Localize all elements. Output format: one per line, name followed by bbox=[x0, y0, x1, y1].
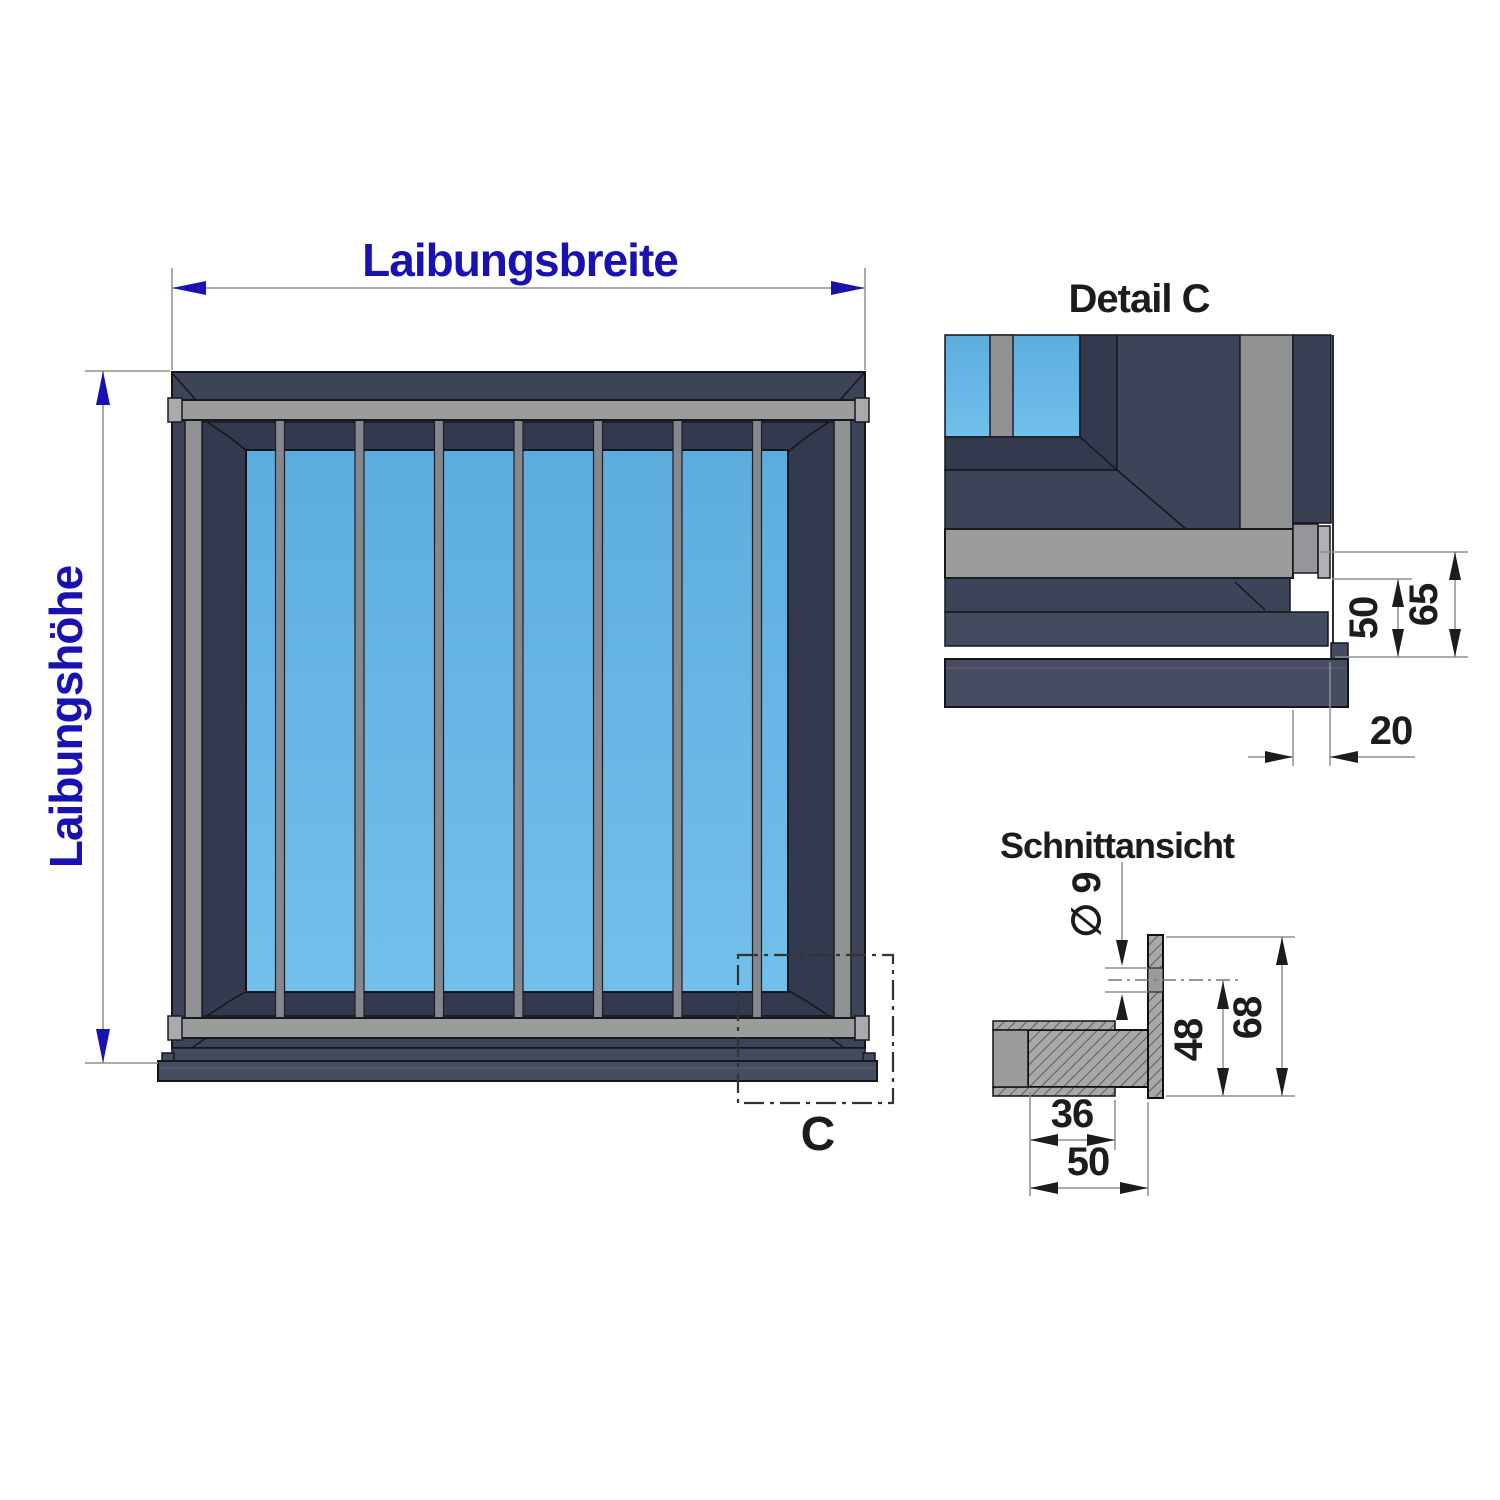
arrow-left-icon bbox=[1030, 1182, 1058, 1194]
detail-sill-band-upper bbox=[944, 577, 1291, 613]
detail-sill-band-lower bbox=[944, 611, 1329, 647]
section-dim-68-label: 68 bbox=[1226, 996, 1270, 1039]
detail-dim-20-label: 20 bbox=[1370, 709, 1413, 753]
detail-dim-20: 20 bbox=[1248, 662, 1415, 766]
arrow-left-icon bbox=[172, 281, 206, 295]
arrow-down-icon bbox=[1217, 1068, 1229, 1096]
section-view: Schnittansicht ∅ 9 48 bbox=[992, 825, 1295, 1196]
arrow-up-icon bbox=[1116, 994, 1128, 1020]
section-dim-36: 36 bbox=[1029, 1092, 1116, 1196]
grille-side-member-right bbox=[833, 419, 852, 1019]
section-dim-48-label: 48 bbox=[1167, 1018, 1211, 1061]
section-dim-diameter: ∅ 9 bbox=[1065, 862, 1240, 1020]
sill bbox=[157, 1037, 878, 1082]
grille-bar bbox=[513, 419, 524, 1019]
arrow-up-icon bbox=[1276, 937, 1288, 965]
detail-dim-50-label: 50 bbox=[1342, 597, 1386, 640]
detail-c-marker-label: C bbox=[801, 1108, 836, 1161]
arrow-right-icon bbox=[1087, 1134, 1115, 1146]
sill-base bbox=[157, 1060, 878, 1082]
grille-side-member-left bbox=[184, 419, 203, 1019]
arrow-down-icon bbox=[96, 1029, 110, 1063]
arrow-up-icon bbox=[96, 371, 110, 405]
detail-dim-65-label: 65 bbox=[1402, 583, 1446, 626]
section-dim-50-label: 50 bbox=[1067, 1140, 1110, 1184]
grille-rail-top bbox=[179, 399, 858, 421]
section-dim-36-label: 36 bbox=[1051, 1092, 1094, 1136]
arrow-down-icon bbox=[1449, 629, 1461, 657]
arrow-up-icon bbox=[1392, 579, 1404, 607]
arrow-down-icon bbox=[1392, 629, 1404, 657]
arrow-left-icon bbox=[1330, 751, 1358, 763]
grille-bar bbox=[433, 419, 445, 1019]
grille-rail-bottom bbox=[179, 1017, 858, 1039]
grille-bar bbox=[672, 419, 683, 1019]
detail-outer-frame-band bbox=[1292, 334, 1332, 524]
bracket-arm-section bbox=[1027, 1029, 1149, 1088]
detail-grille-bar bbox=[989, 334, 1014, 438]
section-dim-50: 50 bbox=[1030, 1102, 1149, 1196]
rail-block-section bbox=[992, 1029, 1029, 1088]
rail-end-caps bbox=[167, 397, 870, 1041]
detail-rail bbox=[944, 528, 1294, 579]
rail-end-cap bbox=[854, 397, 870, 423]
height-dimension: Laibungshöhe bbox=[40, 370, 170, 1064]
arrow-right-icon bbox=[1120, 1182, 1148, 1194]
rail-end-cap bbox=[854, 1015, 870, 1041]
section-dim-68: 68 bbox=[1166, 936, 1295, 1097]
height-dimension-label: Laibungshöhe bbox=[40, 565, 92, 868]
rail-end-cap bbox=[167, 1015, 183, 1041]
arrow-down-icon bbox=[1276, 1068, 1288, 1096]
main-view: Laibungsbreite Laibungshöhe C bbox=[40, 234, 895, 1161]
section-dim-48: 48 bbox=[1167, 981, 1229, 1096]
arrow-right-icon bbox=[831, 281, 865, 295]
sill-step bbox=[171, 1047, 866, 1062]
grille-bar bbox=[274, 419, 286, 1019]
detail-side-member bbox=[1239, 334, 1294, 530]
detail-c-marker: C bbox=[736, 953, 895, 1161]
channel-strip-bottom bbox=[992, 1086, 1116, 1097]
section-dim-diameter-label: ∅ 9 bbox=[1065, 872, 1109, 937]
grille-bar bbox=[592, 419, 604, 1019]
grille-bar bbox=[751, 419, 763, 1019]
arrow-right-icon bbox=[1265, 751, 1293, 763]
section-title: Schnittansicht bbox=[1000, 825, 1235, 866]
detail-c-title: Detail C bbox=[1069, 277, 1210, 321]
detail-rail-end-block bbox=[1292, 523, 1319, 574]
channel-strip-top bbox=[992, 1020, 1116, 1031]
arrow-down-icon bbox=[1116, 940, 1128, 966]
detail-sill-base bbox=[944, 658, 1349, 708]
arrow-up-icon bbox=[1217, 981, 1229, 1009]
detail-c-view: Detail C 65 bbox=[944, 277, 1468, 766]
wall-plate-section bbox=[1147, 934, 1164, 1099]
arrow-left-icon bbox=[1030, 1134, 1058, 1146]
width-dimension: Laibungsbreite bbox=[171, 234, 866, 370]
grille-bar bbox=[354, 419, 365, 1019]
frame-bevel-lines bbox=[171, 372, 865, 1017]
detail-c-marker-box bbox=[736, 953, 895, 1105]
detail-dim-50: 50 bbox=[1332, 578, 1412, 657]
width-dimension-label: Laibungsbreite bbox=[362, 234, 678, 286]
detail-dim-65: 65 bbox=[1320, 551, 1468, 658]
rail-end-cap bbox=[167, 397, 183, 423]
arrow-up-icon bbox=[1449, 552, 1461, 580]
